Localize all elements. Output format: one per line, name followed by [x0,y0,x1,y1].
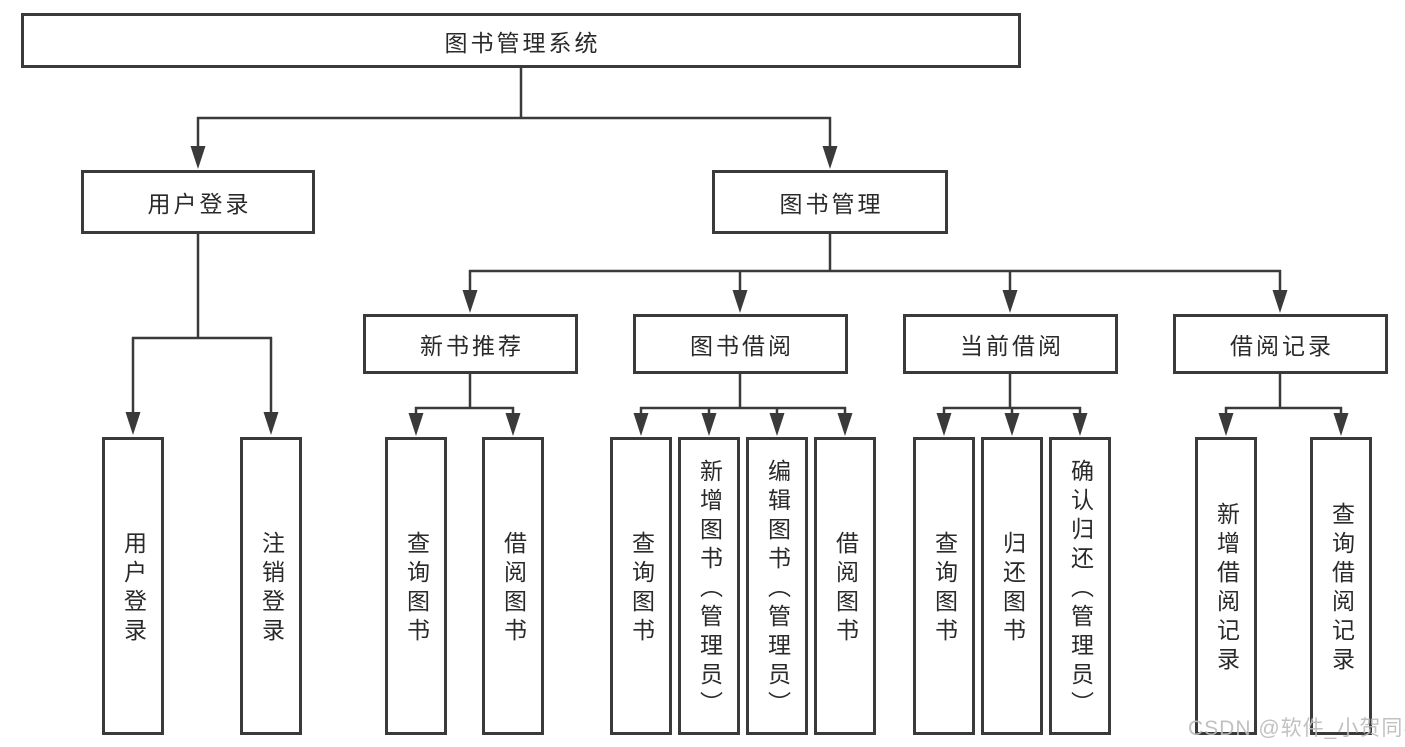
csdn-watermark: CSDN @软件_小贺同学 [1188,717,1405,740]
node-borrow-books-recommend: 借阅图书 [482,437,544,735]
node-query-books-borrow: 查询图书 [610,437,672,735]
node-borrow-books-leaf: 借阅图书 [814,437,876,735]
node-label: 当前借阅 [960,333,1064,359]
node-confirm-return-admin: 确认归还（管理员） [1049,437,1111,735]
node-logout: 注销登录 [240,437,302,735]
node-label: 图书管理系统 [444,29,601,56]
node-edit-book-admin: 编辑图书（管理员） [746,437,808,735]
node-label: 归还图书 [999,531,1026,647]
node-current-borrow: 当前借阅 [903,314,1118,374]
node-label: 查询借阅记录 [1328,502,1355,676]
node-label: 查询图书 [403,531,430,647]
node-query-books-recommend: 查询图书 [385,437,447,735]
node-label: 图书管理 [779,191,884,217]
node-label: 编辑图书（管理员） [764,458,791,720]
node-label: 确认归还（管理员） [1067,458,1094,720]
node-user-login-leaf: 用户登录 [102,437,164,735]
node-label: 图书借阅 [690,333,794,359]
node-library-management-system: 图书管理系统 [21,13,1021,68]
node-new-book-recommend: 新书推荐 [363,314,578,374]
node-label: 新增图书（管理员） [696,458,723,720]
node-label: 借阅记录 [1230,333,1334,359]
node-label: 查询图书 [628,531,655,647]
node-query-books-current: 查询图书 [913,437,975,735]
node-label: 借阅图书 [832,531,859,647]
node-label: 用户登录 [120,531,147,647]
node-return-book: 归还图书 [981,437,1043,735]
node-add-borrow-record: 新增借阅记录 [1195,437,1257,735]
node-book-management: 图书管理 [712,170,948,234]
node-label: 新增借阅记录 [1213,502,1240,676]
node-label: 借阅图书 [500,531,527,647]
node-add-book-admin: 新增图书（管理员） [678,437,740,735]
node-label: 注销登录 [258,531,285,647]
node-borrow-record: 借阅记录 [1173,314,1388,374]
node-label: 查询图书 [931,531,958,647]
node-label: 新书推荐 [420,333,524,359]
node-book-borrow: 图书借阅 [633,314,848,374]
node-user-login: 用户登录 [81,170,315,234]
node-query-borrow-record: 查询借阅记录 [1310,437,1372,735]
arrowheads [125,146,1349,436]
node-label: 用户登录 [147,191,252,217]
